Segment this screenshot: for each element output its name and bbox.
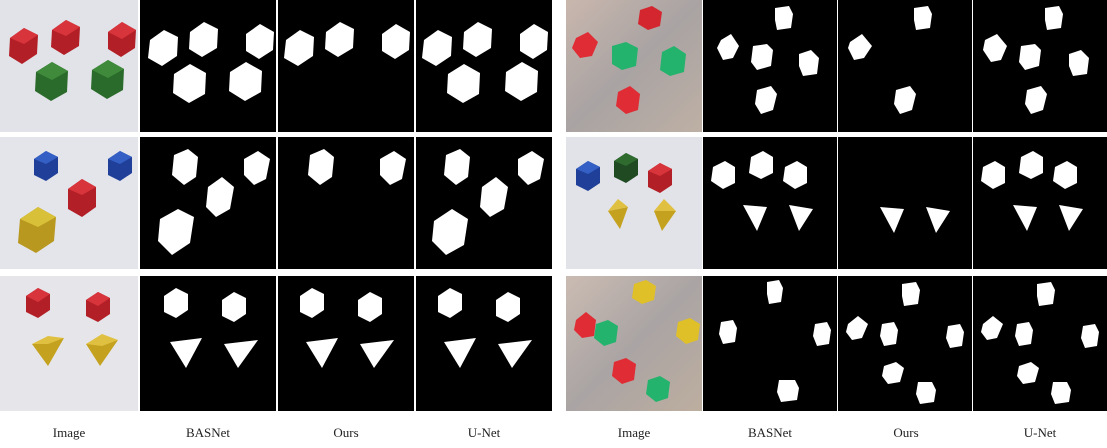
caption-basnet-right: BASNet [747, 425, 793, 440]
caption-ours-right: Ours [893, 425, 919, 440]
mask-unet [973, 276, 1107, 411]
photo-metal-cubes-yellow [566, 276, 702, 411]
mask-ours [838, 137, 972, 269]
left-row-2 [0, 137, 552, 269]
left-row-1 [0, 0, 552, 132]
mask-ours [278, 276, 414, 411]
mask-ours [278, 137, 414, 269]
caption-image-left: Image [52, 425, 86, 440]
photo-metal-cubes [566, 0, 702, 132]
mask-ours [838, 276, 972, 411]
mask-unet [416, 0, 552, 132]
caption-unet-left: U-Net [467, 425, 501, 440]
left-figure-panel [0, 0, 552, 412]
mask-unet [416, 276, 552, 411]
caption-unet-right: U-Net [1023, 425, 1057, 440]
mask-unet [973, 137, 1107, 269]
photo-cubes-red-green [0, 0, 138, 132]
caption-ours-left: Ours [333, 425, 359, 440]
caption-basnet-left: BASNet [185, 425, 231, 440]
mask-basnet [703, 137, 837, 269]
mask-basnet [703, 0, 837, 132]
mask-unet [416, 137, 552, 269]
caption-image-right: Image [617, 425, 651, 440]
mask-ours [278, 0, 414, 132]
mask-ours [838, 0, 972, 132]
photo-cubes-pyramids-color [566, 137, 702, 269]
photo-cubes-pyramids [0, 276, 138, 411]
mask-basnet [140, 0, 276, 132]
mask-basnet [140, 276, 276, 411]
mask-unet [973, 0, 1107, 132]
right-row-3 [566, 276, 1107, 411]
left-row-3 [0, 276, 552, 411]
mask-basnet [703, 276, 837, 411]
right-row-2 [566, 137, 1107, 269]
right-row-1 [566, 0, 1107, 132]
photo-blocks-blue-red-yellow [0, 137, 138, 269]
right-figure-panel [566, 0, 1107, 412]
mask-basnet [140, 137, 276, 269]
